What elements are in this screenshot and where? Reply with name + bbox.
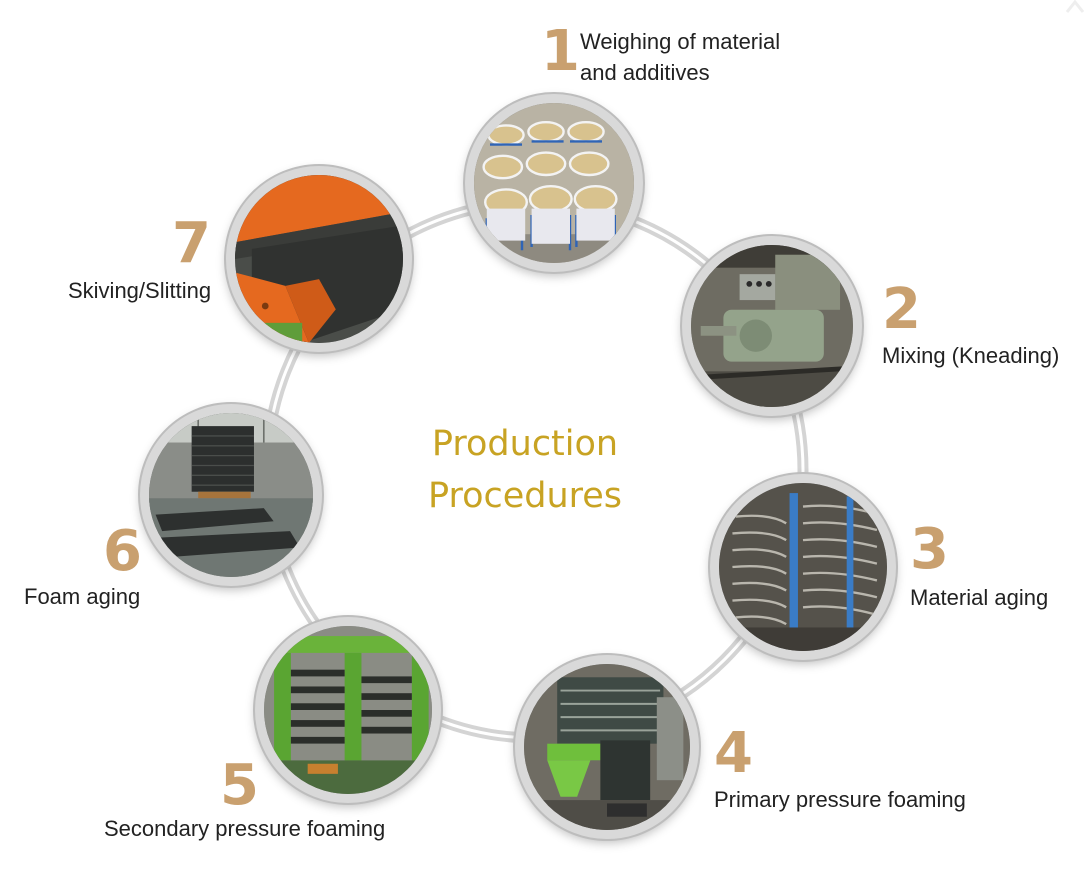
step-1-label-line-2: and additives [580, 60, 710, 85]
step-6-photo [140, 404, 322, 586]
step-5-label: Secondary pressure foaming [104, 813, 385, 844]
step-3-label-line-1: Material aging [910, 585, 1049, 610]
step-7-number: 7 [172, 211, 211, 276]
step-7-label: Skiving/Slitting [68, 275, 211, 306]
step-6-label-line-1: Foam aging [24, 584, 141, 609]
step-2-label-line-1: Mixing (Kneading) [882, 343, 1060, 368]
step-3-label: Material aging [910, 582, 1048, 613]
step-1-label: Weighing of material and additives [580, 26, 780, 88]
step-4-photo [515, 655, 699, 839]
page-corner-mark [1065, 0, 1085, 13]
step-5-photo [255, 617, 441, 803]
step-7-label-line-1: Skiving/Slitting [68, 278, 212, 303]
step-7-photo [226, 166, 412, 352]
step-2-number: 2 [882, 277, 921, 342]
step-6-number: 6 [103, 519, 142, 584]
step-2-label: Mixing (Kneading) [882, 340, 1059, 371]
step-6-label: Foam aging [24, 581, 140, 612]
title-line-2: Procedures [427, 476, 623, 516]
step-1-number: 1 [541, 19, 580, 84]
step-4-label: Primary pressure foaming [714, 784, 966, 815]
step-3-photo [710, 474, 896, 660]
step-5-number: 5 [220, 753, 259, 818]
step-3-number: 3 [910, 517, 949, 582]
step-1-label-line-1: Weighing of material [580, 29, 781, 54]
step-2-photo [682, 236, 862, 416]
title-line-1: Production [431, 424, 619, 464]
step-5-label-line-1: Secondary pressure foaming [104, 816, 386, 841]
diagram-title: Production Procedures [405, 418, 645, 522]
step-4-number: 4 [714, 721, 753, 786]
step-4-label-line-1: Primary pressure foaming [714, 787, 966, 812]
step-1-photo [465, 94, 643, 272]
